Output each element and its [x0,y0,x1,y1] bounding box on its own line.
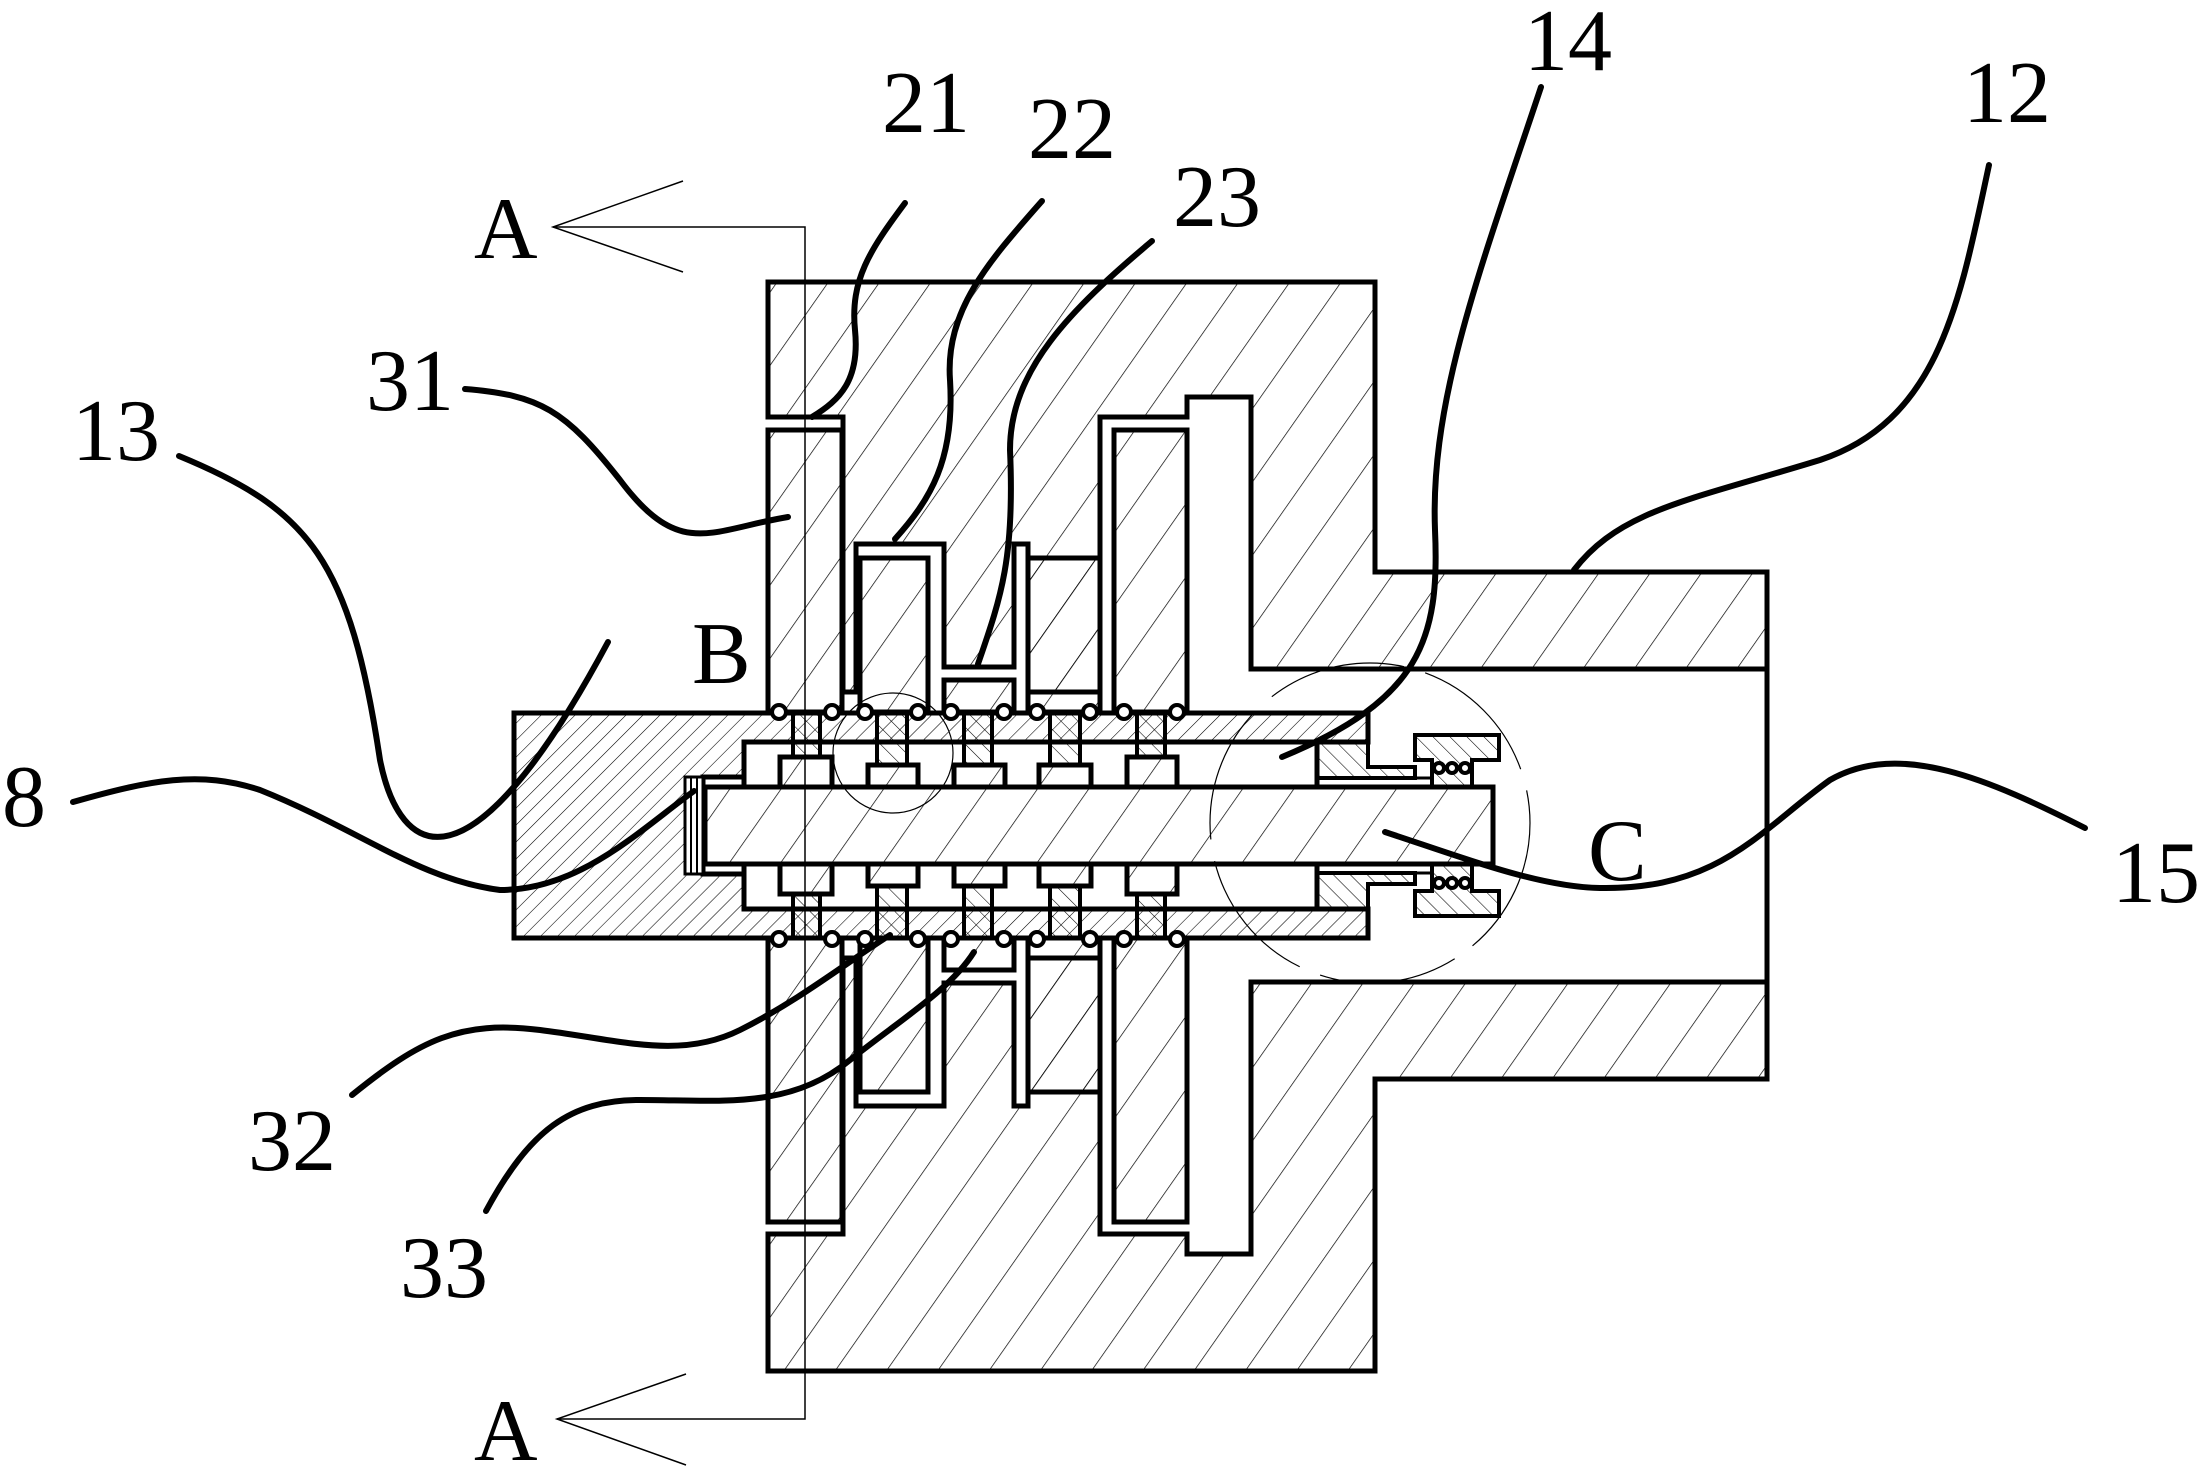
leader-31 [462,386,791,537]
seal-ball [1081,930,1099,948]
ref-label-15: 15 [2112,825,2200,922]
seal-ball [1028,930,1046,948]
leader-32 [349,932,893,1098]
seal-ball [1168,703,1186,721]
seal-ball [995,703,1013,721]
seal-ball [1115,930,1133,948]
contact-base-lower [951,861,1008,889]
ring-third-lower [1025,935,1103,1095]
rings-upper [765,427,1190,715]
seal-ball [942,930,960,948]
seal-ball [1168,930,1186,948]
seal-ball [1028,703,1046,721]
section-arrow-bottom [554,1373,687,1466]
sleeve-end-bracket-14-upper [1315,740,1417,780]
detail-label-B: B [692,606,751,703]
bearing-ball [1432,761,1446,775]
contact-pin-upper [791,711,822,759]
ring-second-lower [857,935,931,1095]
seal-ball [942,703,960,721]
ref-label-21: 21 [882,55,970,152]
seal-balls-upper [770,703,1186,721]
contact-pin-lower [1048,884,1082,940]
seal-ball [770,703,788,721]
contact-pin-upper [1135,711,1167,759]
seal-ball [909,930,927,948]
contact-base-upper [951,762,1008,790]
section-label-A-top: A [474,181,538,278]
contact-pin-lower [875,884,909,940]
contact-pin-lower [1135,892,1167,940]
housing [765,279,1770,1374]
section-arrow-top [550,180,684,273]
leader-8 [70,776,697,894]
seal-ball [856,930,874,948]
ref-label-33: 33 [400,1220,488,1317]
ref-label-22: 22 [1028,81,1116,178]
sleeve-end-bracket-14-lower [1315,871,1417,911]
bearing-ball [1432,876,1446,890]
seal-ball [909,703,927,721]
contact-pin-upper [1048,711,1082,767]
bearing-assembly-upper [1315,733,1501,789]
detail-label-C: C [1588,803,1647,900]
detail-circle-B [832,692,954,814]
contact-base-lower [1036,861,1094,889]
contact-base-lower [777,861,835,897]
bearing-assembly-lower [1315,862,1501,918]
leader-23 [975,238,1155,667]
shaft-15 [702,784,1496,867]
ref-label-8: 8 [2,749,46,846]
contact-base-upper [777,754,835,790]
ring-fourth-upper [1111,427,1190,715]
detail-circle-C [1209,662,1531,984]
section-line-A-A [550,180,806,1466]
leader-21 [809,200,908,420]
leader-14 [1279,84,1544,760]
ring-fourth-lower [1111,935,1190,1225]
seal-ball [856,703,874,721]
bearing-ball [1458,876,1472,890]
contact-base-upper [1124,754,1180,790]
leader-12 [1571,162,1992,573]
seal-ball [995,930,1013,948]
bearing-ball [1458,761,1472,775]
ref-label-31: 31 [366,333,454,430]
ring-second-upper [857,555,931,715]
seal-balls-lower [770,930,1186,948]
leader-lines [70,84,2088,1214]
leader-13 [176,453,611,840]
leader-33 [483,949,977,1214]
contact-blocks-lower [777,861,1180,940]
leader-15 [1382,760,2088,892]
contact-base-upper [1036,762,1094,790]
ref-label-23: 23 [1173,149,1261,246]
contact-pin-upper [875,711,909,767]
contact-pin-lower [962,884,994,940]
contact-base-upper [865,762,921,790]
bearing-balls-lower [1432,876,1472,890]
ref-label-12: 12 [1963,45,2051,142]
contact-pin-upper [962,711,994,767]
ring-third-upper [1025,555,1103,715]
ref-label-14: 14 [1524,0,1612,90]
seal-ball [770,930,788,948]
bearing-ball [1445,876,1459,890]
seal-ball [823,703,841,721]
ref-label-32: 32 [248,1093,336,1190]
section-label-A-bottom: A [474,1383,538,1474]
contact-pin-lower [791,892,822,940]
contact-base-lower [1124,861,1180,897]
contact-base-lower [865,861,921,889]
bearing-balls-upper [1432,761,1472,775]
contact-blocks-upper [777,711,1180,790]
leader-22 [892,198,1045,542]
seal-ball [1115,703,1133,721]
seal-ball [1081,703,1099,721]
ref-label-13: 13 [72,383,160,480]
bearing-ball [1445,761,1459,775]
seal-ball [823,930,841,948]
